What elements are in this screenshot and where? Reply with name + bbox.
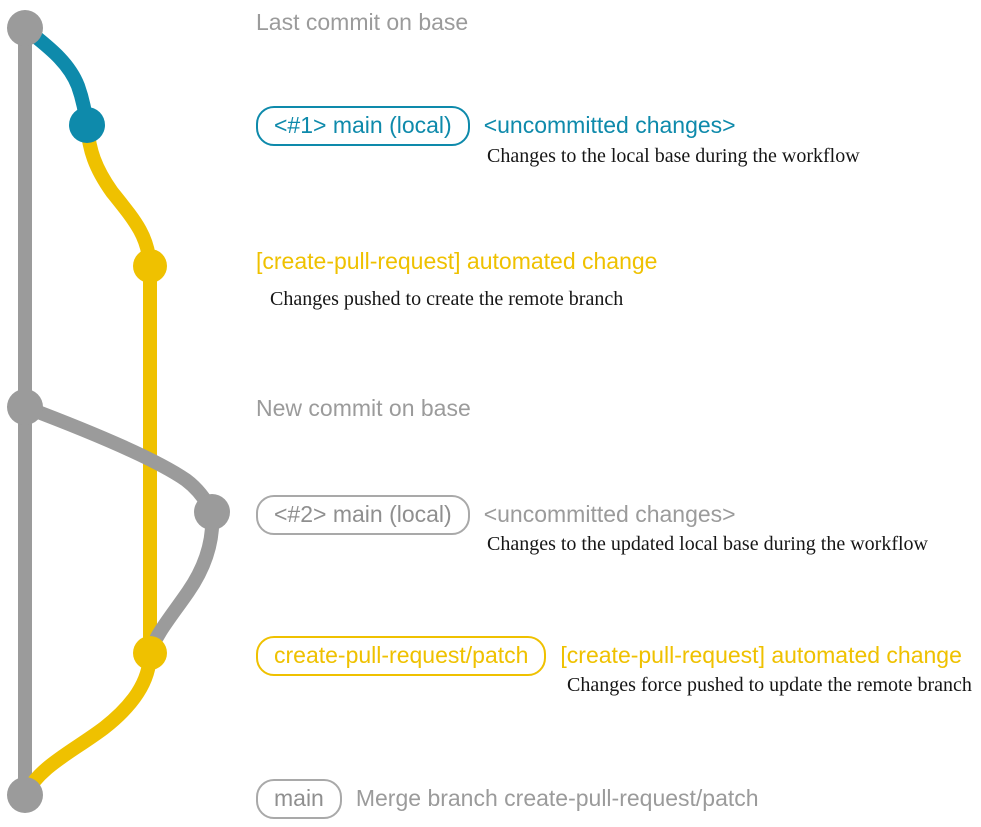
node-base-new-commit[interactable] bbox=[7, 389, 43, 425]
caption-automated-change-1: Changes pushed to create the remote bran… bbox=[270, 288, 624, 310]
row-local-commit-2: <#2> main (local) <uncommitted changes> bbox=[256, 495, 736, 536]
merge-branch-headline: Merge branch create-pull-request/patch bbox=[355, 785, 759, 812]
row-last-commit-on-base: Last commit on base bbox=[256, 9, 469, 35]
row-automated-change-1: [create-pull-request] automated change bbox=[256, 248, 658, 274]
caption-local-commit-1: Changes to the local base during the wor… bbox=[487, 145, 860, 167]
automated-change-headline-2: [create-pull-request] automated change bbox=[560, 642, 962, 669]
badge-create-pull-request-patch[interactable]: create-pull-request/patch bbox=[256, 636, 547, 677]
badge-main[interactable]: main bbox=[256, 779, 342, 820]
patch-branch-line-1 bbox=[80, 118, 157, 660]
row-merge-commit: main Merge branch create-pull-request/pa… bbox=[256, 779, 759, 820]
row-automated-change-2: create-pull-request/patch [create-pull-r… bbox=[256, 636, 962, 677]
patch-merge-line bbox=[18, 646, 157, 802]
row-local-commit-1: <#1> main (local) <uncommitted changes> bbox=[256, 106, 736, 147]
node-patch-commit-1[interactable] bbox=[133, 249, 167, 283]
node-local-commit-1[interactable] bbox=[69, 107, 105, 143]
last-commit-headline: Last commit on base bbox=[256, 9, 469, 35]
node-patch-commit-2[interactable] bbox=[133, 636, 167, 670]
node-local-commit-2[interactable] bbox=[194, 494, 230, 530]
node-merge-commit[interactable] bbox=[7, 777, 43, 813]
caption-local-commit-2: Changes to the updated local base during… bbox=[487, 533, 928, 555]
new-commit-headline: New commit on base bbox=[256, 395, 471, 421]
automated-change-headline-1: [create-pull-request] automated change bbox=[256, 248, 658, 274]
node-base-head[interactable] bbox=[7, 10, 43, 46]
badge-main-local-1[interactable]: <#1> main (local) bbox=[256, 106, 470, 147]
row-new-commit-on-base: New commit on base bbox=[256, 395, 471, 421]
uncommitted-changes-headline-1: <uncommitted changes> bbox=[483, 112, 736, 139]
badge-main-local-2[interactable]: <#2> main (local) bbox=[256, 495, 470, 536]
update-branch-line bbox=[18, 400, 220, 660]
caption-automated-change-2: Changes force pushed to update the remot… bbox=[567, 674, 972, 696]
uncommitted-changes-headline-2: <uncommitted changes> bbox=[483, 501, 736, 528]
